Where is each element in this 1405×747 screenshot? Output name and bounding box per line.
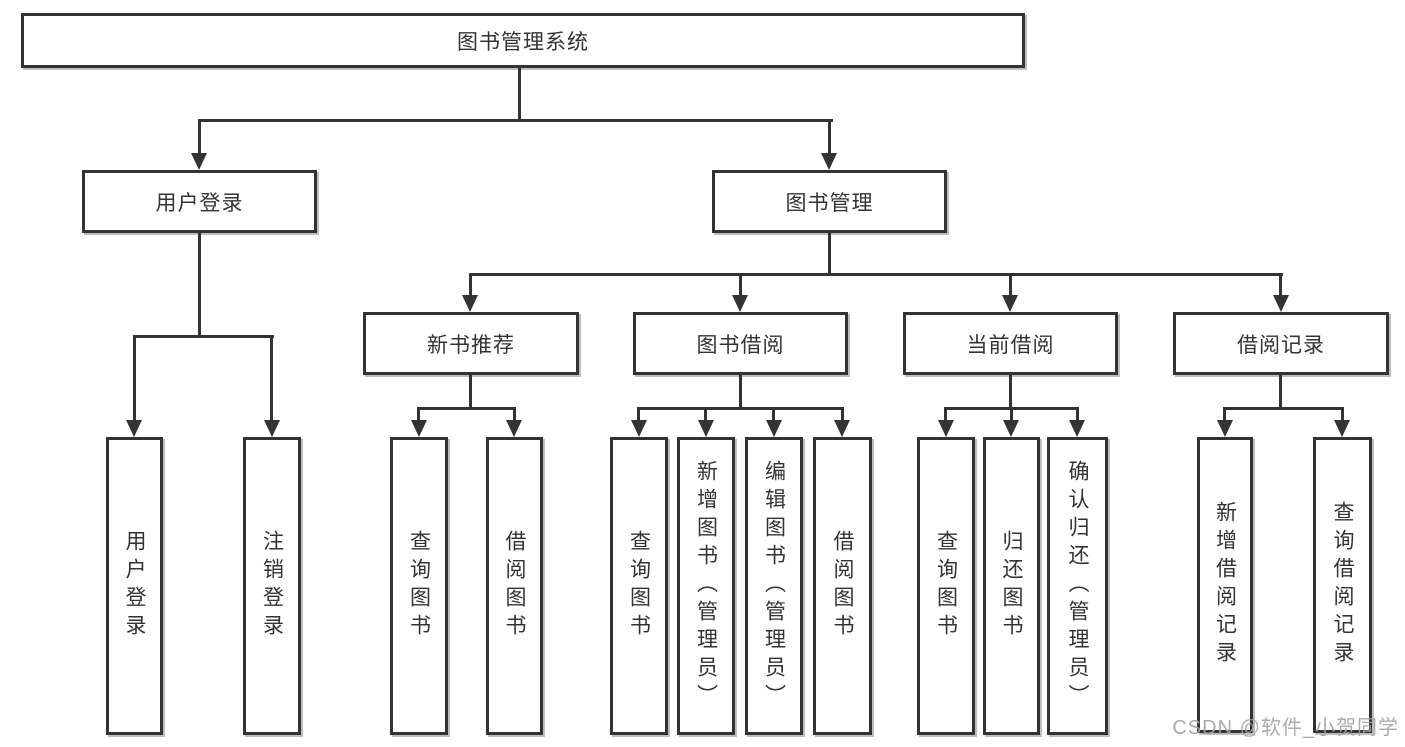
connector-line bbox=[469, 273, 472, 297]
node-confirm-return-admin: 确认归还（管理员） bbox=[1047, 437, 1108, 735]
connector-line bbox=[417, 407, 516, 410]
node-edit-books-admin: 编辑图书（管理员） bbox=[745, 437, 803, 735]
node-add-borrow-record: 新增借阅记录 bbox=[1197, 437, 1253, 733]
connector-line bbox=[772, 407, 775, 422]
connector-line bbox=[133, 335, 274, 338]
node-label: 归还图书 bbox=[1000, 530, 1024, 642]
connector-line bbox=[704, 407, 707, 422]
connector-line bbox=[637, 407, 640, 422]
arrow-down-icon bbox=[732, 295, 748, 312]
connector-line bbox=[739, 273, 742, 297]
connector-line bbox=[1009, 375, 1012, 407]
node-label: 当前借阅 bbox=[966, 333, 1055, 357]
arrow-down-icon bbox=[766, 420, 782, 437]
node-book-borrowing: 图书借阅 bbox=[633, 312, 848, 375]
node-label: 借阅图书 bbox=[503, 530, 527, 642]
node-label: 查询图书 bbox=[627, 530, 651, 642]
node-library-system: 图书管理系统 bbox=[21, 13, 1025, 68]
node-user-login: 用户登录 bbox=[82, 170, 317, 233]
node-label: 图书管理 bbox=[785, 191, 874, 215]
arrow-down-icon bbox=[698, 420, 714, 437]
arrow-down-icon bbox=[264, 420, 280, 437]
arrow-down-icon bbox=[834, 420, 850, 437]
node-label: 图书管理系统 bbox=[457, 30, 589, 54]
node-add-books-admin: 新增图书（管理员） bbox=[677, 437, 735, 735]
node-query-borrow-record: 查询借阅记录 bbox=[1313, 437, 1372, 733]
connector-line bbox=[841, 407, 844, 422]
arrow-down-icon bbox=[938, 420, 954, 437]
connector-line bbox=[1279, 273, 1282, 297]
connector-line bbox=[513, 407, 516, 422]
arrow-down-icon bbox=[506, 420, 522, 437]
connector-line bbox=[417, 407, 420, 422]
connector-line bbox=[1279, 375, 1282, 407]
connector-line bbox=[828, 119, 831, 155]
connector-line bbox=[133, 335, 136, 421]
connector-line bbox=[198, 119, 833, 122]
node-label: 查询图书 bbox=[934, 530, 958, 642]
node-query-books-recommend: 查询图书 bbox=[390, 437, 448, 735]
arrow-down-icon bbox=[1217, 420, 1233, 437]
node-return-books: 归还图书 bbox=[983, 437, 1040, 735]
node-query-books-borrowing: 查询图书 bbox=[610, 437, 668, 735]
connector-line bbox=[1076, 407, 1079, 422]
node-book-management: 图书管理 bbox=[712, 170, 947, 233]
arrow-down-icon bbox=[1002, 295, 1018, 312]
node-label: 注销登录 bbox=[260, 530, 284, 642]
connector-line bbox=[1223, 407, 1226, 422]
connector-line bbox=[944, 407, 947, 422]
arrow-down-icon bbox=[126, 420, 142, 437]
connector-line bbox=[739, 375, 742, 407]
connector-line bbox=[518, 68, 521, 119]
node-borrow-books-recommend: 借阅图书 bbox=[486, 437, 543, 735]
node-label: 借阅记录 bbox=[1237, 333, 1325, 357]
node-query-books-current: 查询图书 bbox=[917, 437, 975, 735]
node-label: 查询借阅记录 bbox=[1331, 501, 1355, 669]
arrow-down-icon bbox=[1003, 420, 1019, 437]
connector-line bbox=[1010, 407, 1013, 422]
node-label: 用户登录 bbox=[155, 191, 244, 215]
connector-line bbox=[198, 119, 201, 155]
connector-line bbox=[828, 233, 831, 273]
node-borrow-books: 借阅图书 bbox=[813, 437, 872, 735]
node-label: 新书推荐 bbox=[427, 333, 515, 357]
node-label: 图书借阅 bbox=[696, 333, 785, 357]
arrow-down-icon bbox=[191, 153, 207, 170]
connector-line bbox=[637, 407, 844, 410]
arrow-down-icon bbox=[1273, 295, 1289, 312]
node-label: 借阅图书 bbox=[831, 530, 855, 642]
node-label: 新增借阅记录 bbox=[1213, 501, 1237, 669]
node-label: 确认归还（管理员） bbox=[1066, 460, 1090, 712]
node-borrowing-records: 借阅记录 bbox=[1173, 312, 1389, 375]
node-login: 用户登录 bbox=[106, 437, 163, 735]
arrow-down-icon bbox=[411, 420, 427, 437]
arrow-down-icon bbox=[631, 420, 647, 437]
node-label: 新增图书（管理员） bbox=[694, 460, 718, 712]
arrow-down-icon bbox=[1069, 420, 1085, 437]
connector-line bbox=[1009, 273, 1012, 297]
connector-line bbox=[469, 273, 1283, 276]
watermark: CSDN @软件_小贺同学 bbox=[1172, 717, 1399, 739]
connector-line bbox=[1223, 407, 1344, 410]
connector-line bbox=[270, 335, 273, 421]
arrow-down-icon bbox=[821, 153, 837, 170]
connector-line bbox=[198, 233, 201, 335]
node-label: 查询图书 bbox=[407, 530, 431, 642]
connector-line bbox=[469, 375, 472, 407]
node-label: 编辑图书（管理员） bbox=[762, 460, 786, 712]
arrow-down-icon bbox=[1334, 420, 1350, 437]
node-label: 用户登录 bbox=[123, 530, 147, 642]
node-logout: 注销登录 bbox=[243, 437, 301, 735]
node-new-book-recommend: 新书推荐 bbox=[363, 312, 579, 375]
node-current-borrowing: 当前借阅 bbox=[903, 312, 1118, 375]
connector-line bbox=[1341, 407, 1344, 422]
arrow-down-icon bbox=[462, 295, 478, 312]
